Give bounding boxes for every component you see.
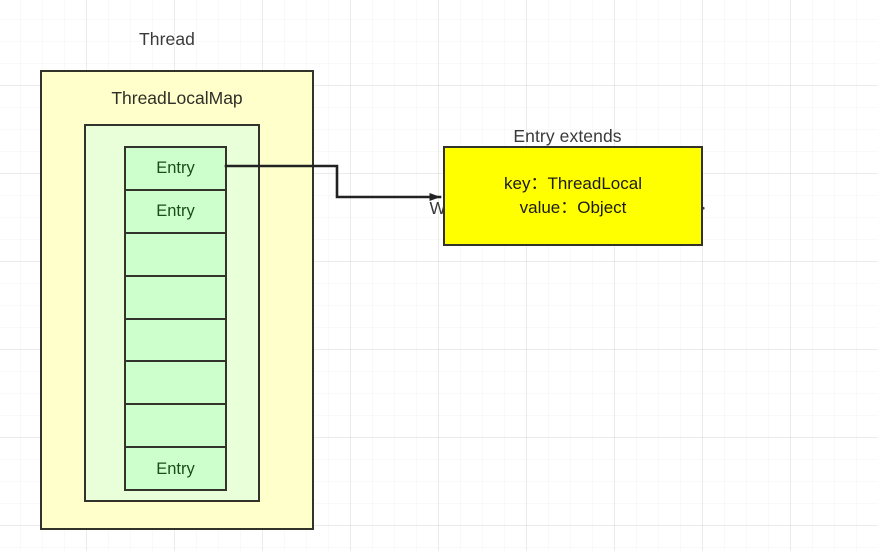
thread-label: Thread [138,29,196,49]
entry-cell[interactable]: Entry [126,190,225,234]
entry-cell[interactable] [126,405,225,449]
entry-extends-line-1: Entry extends [513,126,622,146]
entry-detail-box[interactable]: key：ThreadLocal value：Object [443,146,703,246]
entry-value-line: value：Object [519,198,627,217]
entry-cell[interactable]: Entry [126,148,225,191]
entry-cell[interactable] [126,276,225,320]
entry-cell[interactable] [126,319,225,363]
connector-path [224,164,442,201]
entry-cell[interactable] [126,233,225,277]
entry-key-line: key：ThreadLocal [504,174,642,193]
entry-cell[interactable]: Entry [126,448,225,489]
entry-cell[interactable] [126,362,225,406]
thread-local-map-label: ThreadLocalMap [111,88,243,108]
entry-table: Entry Entry Entry [124,146,227,491]
